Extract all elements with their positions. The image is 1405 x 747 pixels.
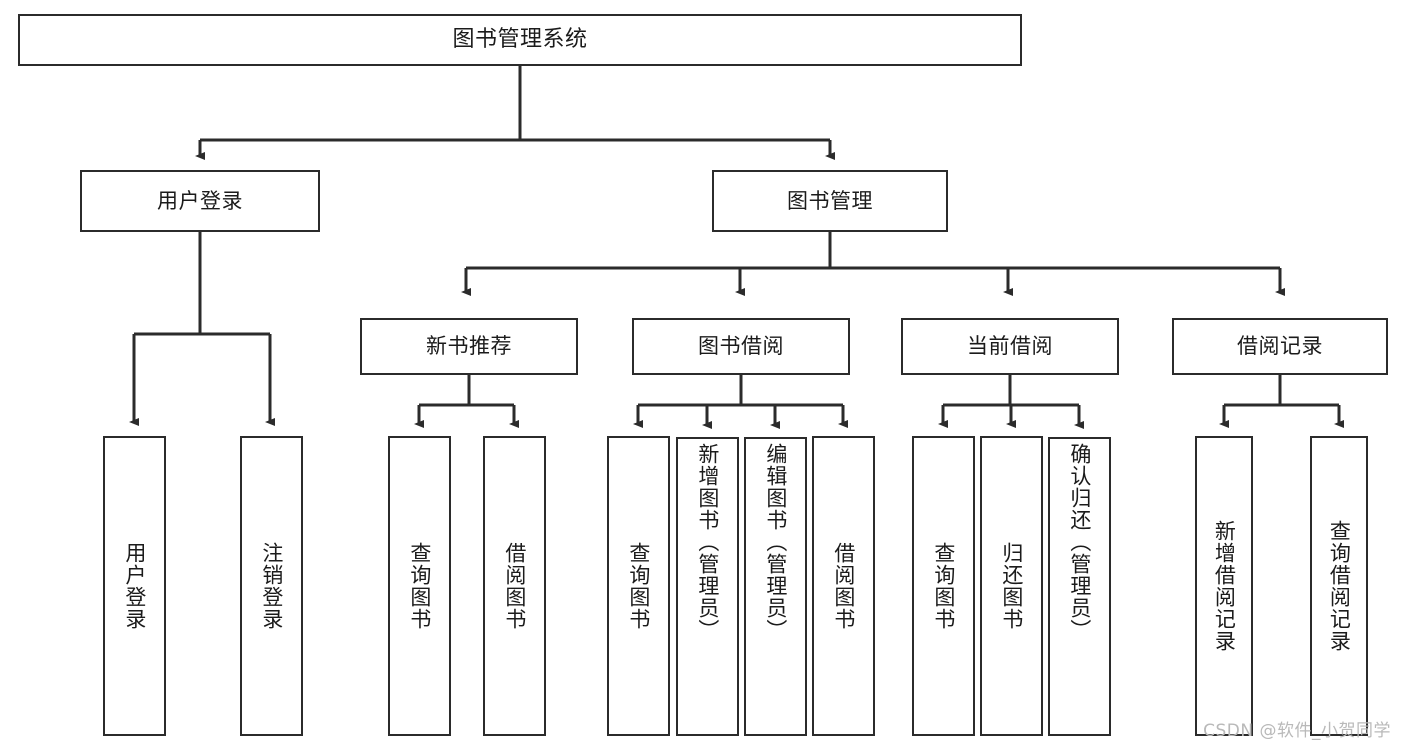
node-borrow-record[interactable]: 借阅记录 bbox=[1172, 318, 1388, 375]
node-leaf-borrow-book-label: 借阅图书 bbox=[831, 542, 856, 630]
node-leaf-add-book-admin-label: 新增图书（管理员） bbox=[695, 443, 720, 641]
node-leaf-borrow-book-rec[interactable]: 借阅图书 bbox=[483, 436, 546, 736]
node-leaf-return-book-label: 归还图书 bbox=[999, 542, 1024, 630]
node-leaf-query-book-borrow[interactable]: 查询图书 bbox=[607, 436, 670, 736]
node-book-borrow-label: 图书借阅 bbox=[698, 334, 784, 359]
node-leaf-confirm-return-admin[interactable]: 确认归还（管理员） bbox=[1048, 437, 1111, 736]
node-leaf-confirm-return-admin-label: 确认归还（管理员） bbox=[1067, 443, 1092, 641]
node-leaf-borrow-book[interactable]: 借阅图书 bbox=[812, 436, 875, 736]
node-current-borrow-label: 当前借阅 bbox=[967, 334, 1053, 359]
node-book-management[interactable]: 图书管理 bbox=[712, 170, 948, 232]
node-root-label: 图书管理系统 bbox=[452, 27, 588, 53]
node-book-management-label: 图书管理 bbox=[787, 188, 873, 213]
node-user-login-label: 用户登录 bbox=[157, 188, 243, 213]
node-book-borrow[interactable]: 图书借阅 bbox=[632, 318, 850, 375]
node-leaf-query-book-borrow-label: 查询图书 bbox=[626, 542, 651, 630]
node-new-book-recommend[interactable]: 新书推荐 bbox=[360, 318, 578, 375]
node-borrow-record-label: 借阅记录 bbox=[1237, 334, 1323, 359]
node-new-book-recommend-label: 新书推荐 bbox=[426, 334, 512, 359]
node-user-login[interactable]: 用户登录 bbox=[80, 170, 320, 232]
watermark: CSDN @软件_小贺同学 bbox=[1203, 721, 1391, 741]
node-leaf-query-book-current-label: 查询图书 bbox=[931, 542, 956, 630]
node-leaf-add-borrow-record-label: 新增借阅记录 bbox=[1212, 520, 1237, 652]
node-root[interactable]: 图书管理系统 bbox=[18, 14, 1022, 66]
node-leaf-return-book[interactable]: 归还图书 bbox=[980, 436, 1043, 736]
node-leaf-edit-book-admin-label: 编辑图书（管理员） bbox=[763, 443, 788, 641]
node-leaf-query-book-current[interactable]: 查询图书 bbox=[912, 436, 975, 736]
node-leaf-user-login-label: 用户登录 bbox=[122, 542, 147, 630]
node-leaf-borrow-book-rec-label: 借阅图书 bbox=[502, 542, 527, 630]
node-leaf-add-borrow-record[interactable]: 新增借阅记录 bbox=[1195, 436, 1253, 736]
node-leaf-logout-login-label: 注销登录 bbox=[259, 542, 284, 630]
node-leaf-edit-book-admin[interactable]: 编辑图书（管理员） bbox=[744, 437, 807, 736]
node-leaf-user-login[interactable]: 用户登录 bbox=[103, 436, 166, 736]
node-leaf-query-book-rec[interactable]: 查询图书 bbox=[388, 436, 451, 736]
node-leaf-add-book-admin[interactable]: 新增图书（管理员） bbox=[676, 437, 739, 736]
node-current-borrow[interactable]: 当前借阅 bbox=[901, 318, 1119, 375]
node-leaf-logout-login[interactable]: 注销登录 bbox=[240, 436, 303, 736]
node-leaf-query-book-rec-label: 查询图书 bbox=[407, 542, 432, 630]
node-leaf-query-borrow-record[interactable]: 查询借阅记录 bbox=[1310, 436, 1368, 736]
node-leaf-query-borrow-record-label: 查询借阅记录 bbox=[1327, 520, 1352, 652]
